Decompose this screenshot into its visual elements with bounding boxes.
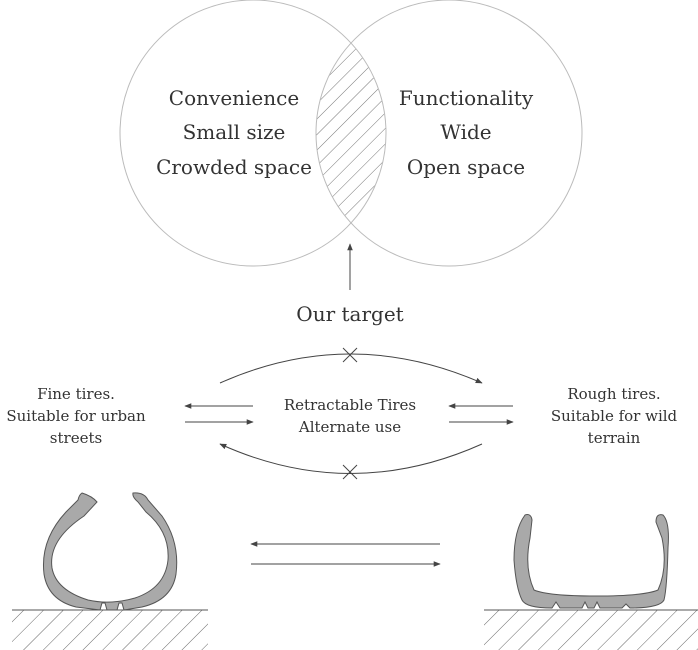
left-tire-line-2: Suitable for urban [6, 407, 146, 425]
center-line-2: Alternate use [298, 418, 401, 436]
venn-right-line-1: Functionality [399, 86, 534, 110]
venn-right-line-3: Open space [407, 155, 525, 179]
left-tire-line-1: Fine tires. [37, 385, 115, 403]
bottom-curved-arrow [219, 443, 483, 474]
venn-right-line-2: Wide [440, 120, 491, 144]
venn-left-circle [119, 0, 387, 267]
right-tire-line-3: terrain [588, 429, 641, 447]
venn-diagram: Convenience Small size Crowded space Fun… [119, 0, 583, 267]
rough-tire-cross-section [513, 514, 669, 609]
right-ground [484, 609, 698, 650]
right-tire-line-1: Rough tires. [567, 385, 660, 403]
right-tire-line-2: Suitable for wild [551, 407, 678, 425]
left-ground [12, 609, 208, 650]
venn-left-line-1: Convenience [169, 86, 299, 110]
target-label: Our target [296, 302, 403, 326]
bottom-cross-mark [342, 464, 358, 480]
venn-left-line-3: Crowded space [156, 155, 312, 179]
fine-tire-cross-section [42, 492, 178, 611]
top-cross-mark [342, 347, 358, 363]
left-tire-line-3: streets [50, 429, 102, 447]
venn-left-line-2: Small size [183, 120, 286, 144]
top-curved-arrow [219, 353, 483, 384]
center-line-1: Retractable Tires [284, 396, 416, 414]
venn-right-circle [315, 0, 583, 267]
